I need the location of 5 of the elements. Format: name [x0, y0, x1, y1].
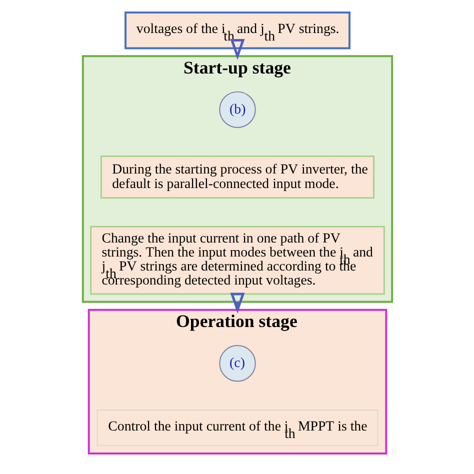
- node-circle: (b): [218, 91, 256, 128]
- node-circle: (c): [218, 345, 256, 382]
- arrow: [230, 292, 244, 314]
- node-box: During the starting process of PV inverter, the default is parallel-connected input mode.: [100, 155, 374, 199]
- arrow: [230, 39, 244, 60]
